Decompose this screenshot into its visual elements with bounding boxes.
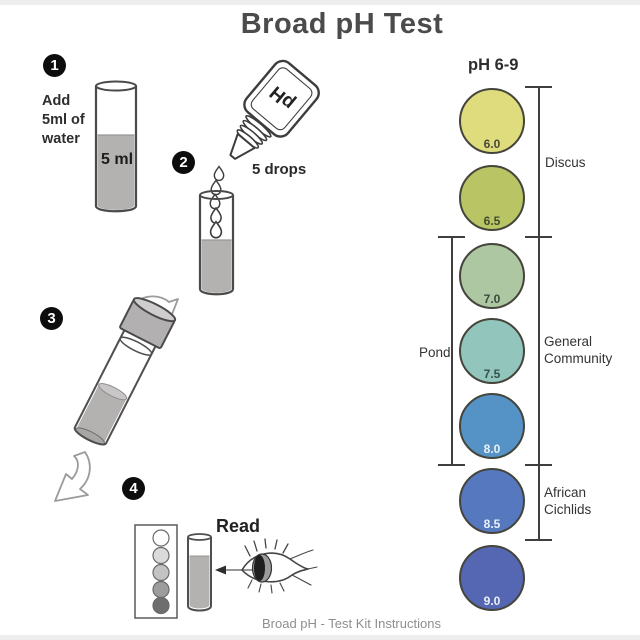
shake-arrow-bottom xyxy=(54,451,91,502)
color-card xyxy=(134,524,178,619)
pupil xyxy=(254,555,265,581)
ph-swatch-7.5: 7.5 xyxy=(459,318,525,384)
step-4-badge: 4 xyxy=(122,477,145,500)
ph-swatch-7.0: 7.0 xyxy=(459,243,525,309)
bracket-cap xyxy=(438,236,465,238)
drops-count-label: 5 drops xyxy=(252,161,307,178)
ph-value-label: 8.0 xyxy=(483,442,501,456)
ph-swatch-9.0: 9.0 xyxy=(459,545,525,611)
group-label-general-community: General Community xyxy=(544,334,613,366)
step-2-dropper-illustration: pH xyxy=(198,59,320,296)
tube-rim xyxy=(95,80,137,92)
bottom-caption: Broad pH - Test Kit Instructions xyxy=(262,616,441,631)
card-swatch xyxy=(152,563,170,582)
ph-value-label: 6.5 xyxy=(483,214,501,228)
eye-icon xyxy=(241,538,318,594)
ph-bottle: pH xyxy=(229,59,320,160)
step-2-badge: 2 xyxy=(172,151,195,174)
step-1-test-tube-illustration: 5 ml xyxy=(94,80,138,213)
step-1-badge: 1 xyxy=(43,54,66,77)
step-1-instruction: Add 5ml of water xyxy=(42,92,85,149)
read-label: Read xyxy=(216,516,261,536)
group-label-african-cichlids: African Cichlids xyxy=(544,485,592,517)
card-swatch xyxy=(152,580,170,599)
water-fill xyxy=(77,384,127,443)
dropper-tip xyxy=(229,132,256,160)
ph-swatch-8.0: 8.0 xyxy=(459,393,525,459)
water-fill xyxy=(189,556,210,609)
step-3-badge: 3 xyxy=(40,307,63,330)
card-swatch xyxy=(152,596,170,615)
ph-swatch-8.5: 8.5 xyxy=(459,468,525,534)
left-bracket-line xyxy=(451,237,453,465)
group-label-pond: Pond xyxy=(419,345,451,360)
step-3-shake-illustration xyxy=(54,295,179,502)
page-title: Broad pH Test xyxy=(240,8,444,40)
ph-swatch-6.5: 6.5 xyxy=(459,165,525,231)
ph-value-label: 9.0 xyxy=(483,594,501,608)
instruction-line: Add xyxy=(42,93,71,109)
tube-volume-label: 5 ml xyxy=(101,151,133,168)
instruction-line: 5ml of xyxy=(42,112,85,128)
bracket-cap xyxy=(525,236,552,238)
capped-tube xyxy=(73,297,177,446)
bracket-cap xyxy=(525,464,552,466)
card-swatch xyxy=(152,529,170,547)
tube-rim xyxy=(199,190,234,200)
ph-value-label: 6.0 xyxy=(483,137,501,151)
result-tube xyxy=(187,533,212,612)
right-bracket-line xyxy=(538,87,540,540)
ph-value-label: 7.0 xyxy=(483,292,501,306)
water-fill xyxy=(201,240,232,293)
step-4-read-illustration xyxy=(134,524,318,619)
bracket-cap xyxy=(525,539,552,541)
water-fill xyxy=(97,135,135,210)
ph-value-label: 8.5 xyxy=(483,517,501,531)
card-swatch xyxy=(152,546,170,565)
ph-swatch-6.0: 6.0 xyxy=(459,88,525,154)
top-border-strip xyxy=(0,0,640,5)
bracket-cap xyxy=(525,86,552,88)
ph-value-label: 7.5 xyxy=(483,367,501,381)
ph-scale-header: pH 6-9 xyxy=(468,56,519,74)
bottom-border-strip xyxy=(0,635,640,640)
group-label-discus: Discus xyxy=(545,155,586,170)
bracket-cap xyxy=(438,464,465,466)
instruction-line: water xyxy=(42,131,80,147)
